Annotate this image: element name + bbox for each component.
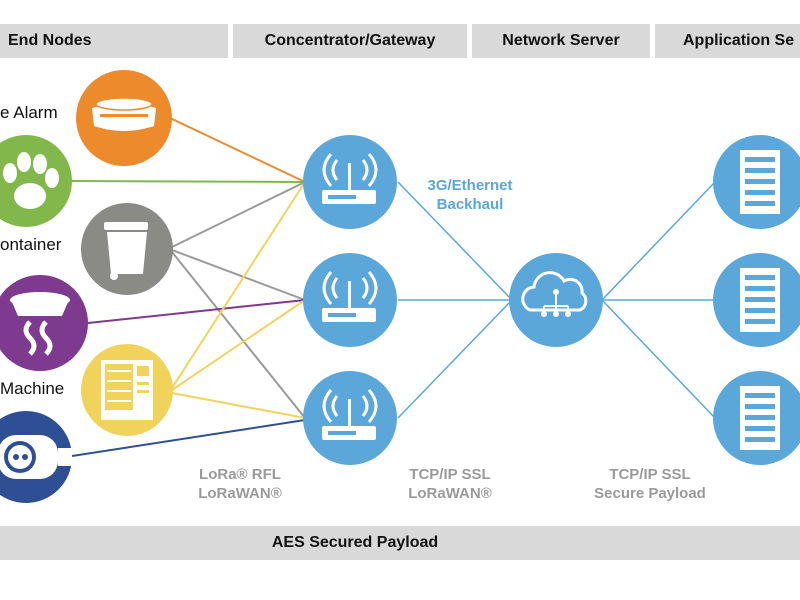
gw-to-ns-label-line1: TCP/IP SSL	[409, 466, 491, 483]
ns-to-app-label: TCP/IP SSL Secure Payload	[580, 465, 720, 503]
link-paw-gw1	[71, 180, 306, 183]
link-vending-gw2	[171, 299, 306, 391]
node-label-container: ontainer	[0, 235, 62, 254]
radio-label-line1: LoRa® RFL	[199, 466, 281, 483]
link-meter-gw3	[71, 419, 306, 457]
backhaul-label-line1: 3G/Ethernet	[427, 177, 513, 194]
ns-to-app-label-line2: Secure Payload	[594, 485, 706, 502]
end-node-links	[71, 117, 306, 457]
node-label-alarm: e Alarm	[0, 103, 58, 122]
link-trash-gw3	[171, 251, 306, 419]
gw-to-ns-label-line2: LoRaWAN®	[408, 485, 492, 502]
smoke-alarm-icon	[0, 275, 88, 371]
vending-machine-icon	[81, 344, 173, 436]
gateway-2	[303, 253, 397, 347]
gateway-1	[303, 135, 397, 229]
link-smoke-gw2	[87, 299, 306, 324]
ceiling-smoke-detector-icon	[76, 70, 172, 166]
footer-label: AES Secured Payload	[271, 534, 439, 551]
link-vending-gw1	[171, 181, 306, 389]
node-label-machine: Machine	[0, 379, 65, 398]
app-server-1	[713, 135, 800, 229]
gateway-3	[303, 371, 397, 465]
app-server-2	[713, 253, 800, 347]
gw-to-ns-label: TCP/IP SSL LoRaWAN®	[390, 465, 510, 503]
footer-bar: AES Secured Payload	[0, 526, 800, 560]
paw-icon	[0, 135, 72, 227]
app-server-3	[713, 371, 800, 465]
header-gateway: Concentrator/Gateway	[233, 24, 467, 58]
link-trash-gw2	[171, 249, 306, 301]
link-trash-gw1	[171, 181, 306, 248]
cloud-network-icon	[509, 253, 603, 347]
ns-to-app-label-line1: TCP/IP SSL	[609, 466, 691, 483]
water-meter-icon	[0, 411, 72, 503]
backhaul-links	[397, 181, 716, 419]
backhaul-label: 3G/Ethernet Backhaul	[415, 176, 525, 214]
header-end-nodes-label: End Nodes	[8, 32, 92, 49]
radio-label: LoRa® RFL LoRaWAN®	[185, 465, 295, 503]
link-alarm-gw1	[169, 117, 306, 183]
header-network-server: Network Server	[472, 24, 650, 58]
link-vending-gw3	[171, 392, 306, 419]
header-application-label: Application Se	[683, 32, 795, 49]
header-application: Application Se	[655, 24, 800, 58]
header-end-nodes: End Nodes	[0, 24, 228, 58]
trash-can-icon	[81, 203, 173, 295]
radio-label-line2: LoRaWAN®	[198, 485, 282, 502]
backhaul-label-line2: Backhaul	[436, 196, 504, 213]
header-network-server-label: Network Server	[502, 32, 620, 49]
header-gateway-label: Concentrator/Gateway	[264, 32, 436, 49]
